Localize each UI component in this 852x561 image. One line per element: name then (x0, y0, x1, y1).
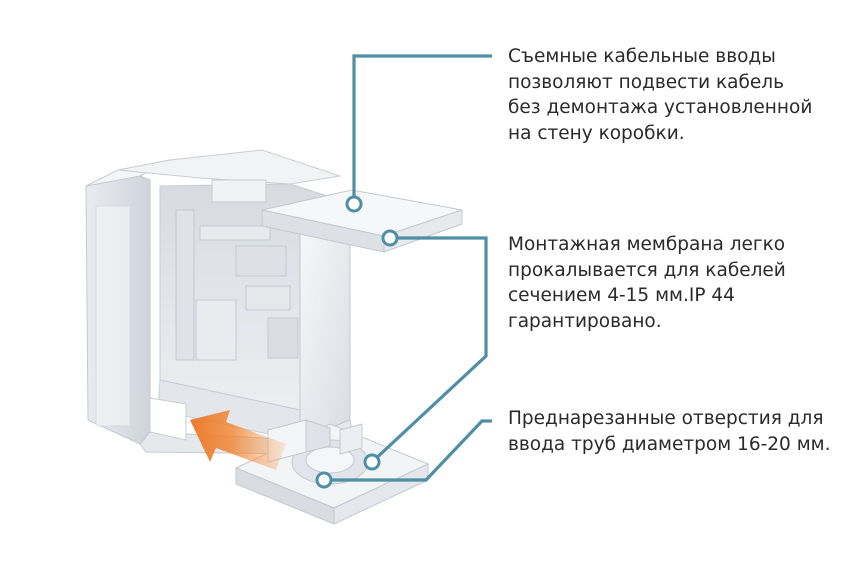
callout-pre-cut-holes: Преднарезанные отверстия для ввода труб … (508, 406, 831, 457)
removable-cable-entry (261, 189, 463, 253)
leader-lines (324, 54, 492, 482)
callout-line: Съемные кабельные вводы (508, 46, 776, 67)
callout-line: прокалывается для кабелей (508, 259, 786, 281)
callout-line: Монтажная мембрана легко (508, 234, 786, 255)
marker-dot-4 (315, 471, 333, 489)
callout-line: ввода труб диаметром 16-20 мм. (508, 433, 831, 455)
callout-line: на стену коробки. (508, 122, 685, 144)
leader-line-3 (324, 419, 492, 482)
callout-line: без демонтажа установленной (508, 97, 813, 118)
callout-line: сечением 4-15 мм.IP 44 (508, 285, 735, 306)
insertion-arrow-icon (190, 410, 286, 470)
callout-membrane: Монтажная мембрана легко прокалывается д… (508, 232, 786, 334)
leader-line-1 (352, 54, 492, 204)
callout-line: Преднарезанные отверстия для (508, 408, 824, 429)
leader-markers (315, 195, 399, 489)
marker-dot-3 (363, 453, 381, 471)
marker-dot-1 (345, 195, 363, 213)
callout-line: позволяют подвести кабель (508, 71, 785, 93)
leader-line-2 (370, 236, 488, 464)
callout-line: гарантировано. (508, 310, 662, 332)
junction-box (85, 149, 353, 455)
callout-removable-entries: Съемные кабельные вводы позволяют подвес… (508, 44, 812, 146)
marker-dot-2 (381, 229, 399, 247)
